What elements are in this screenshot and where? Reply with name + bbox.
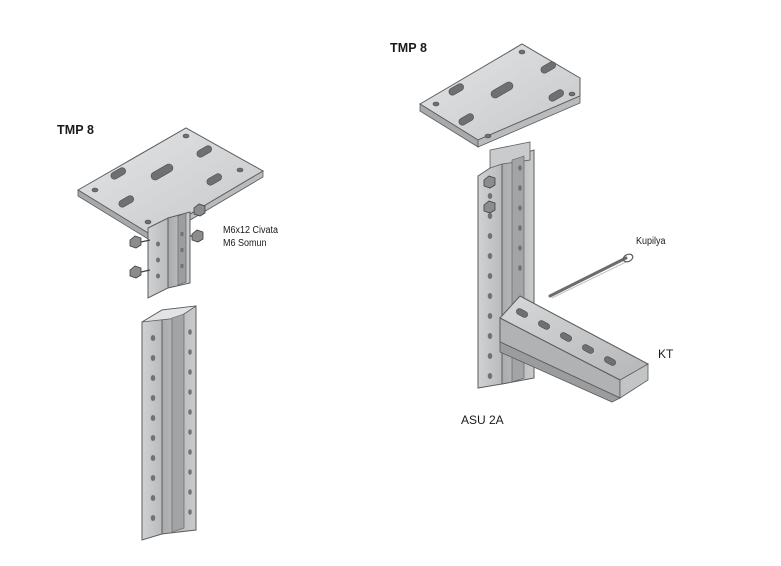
bracket-label: KT	[658, 347, 674, 361]
channel-holes	[150, 329, 192, 521]
left-upper-channel	[147, 211, 191, 299]
bracket-slots	[516, 308, 616, 366]
left-lower-channel	[141, 305, 197, 541]
bolts-and-nuts	[129, 203, 206, 279]
left-mounting-plate	[77, 127, 265, 243]
plate-holes	[432, 49, 576, 139]
nut-label: M6 Somun	[223, 238, 267, 249]
pin-label: Kupilya	[636, 236, 666, 247]
left-title-label: TMP 8	[57, 123, 95, 137]
right-title-label: TMP 8	[390, 41, 428, 55]
cantilever-bracket	[499, 295, 649, 403]
channel-holes	[487, 165, 522, 379]
plate-holes	[91, 133, 244, 225]
bolt-label: M6x12 Civata	[223, 225, 279, 236]
channel-label: ASU 2A	[461, 413, 504, 427]
right-mounting-plate	[419, 43, 581, 148]
cotter-pin	[548, 253, 634, 299]
